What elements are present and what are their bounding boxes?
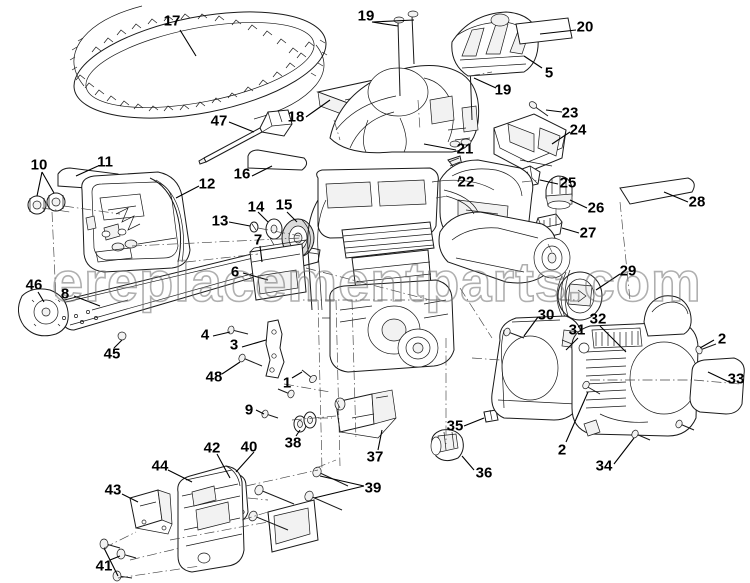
callout-number-22[interactable]: 22 xyxy=(457,173,475,191)
callout-number-41[interactable]: 41 xyxy=(95,557,113,575)
callout-number-25[interactable]: 25 xyxy=(559,174,577,192)
callout-number-42[interactable]: 42 xyxy=(203,439,221,457)
callout-number-7[interactable]: 7 xyxy=(253,231,263,249)
callout-number-23[interactable]: 23 xyxy=(561,104,579,122)
part-recoil-pulley xyxy=(556,269,603,323)
callout-number-40[interactable]: 40 xyxy=(240,438,258,456)
part-bar-nuts xyxy=(27,192,66,215)
part-bolts-41 xyxy=(99,466,349,582)
callout-number-9[interactable]: 9 xyxy=(244,401,254,419)
callout-number-32[interactable]: 32 xyxy=(589,310,607,328)
callout-number-43[interactable]: 43 xyxy=(104,481,122,499)
callout-number-27[interactable]: 27 xyxy=(579,224,597,242)
part-grommet-36 xyxy=(430,429,464,462)
callout-number-4[interactable]: 4 xyxy=(200,326,210,344)
part-screws-right xyxy=(503,327,717,441)
callout-number-15[interactable]: 15 xyxy=(275,196,293,214)
callout-number-3[interactable]: 3 xyxy=(229,336,239,354)
callout-number-37[interactable]: 37 xyxy=(366,448,384,466)
callout-number-29[interactable]: 29 xyxy=(619,262,637,280)
part-decal-20 xyxy=(515,17,573,45)
part-starter-housing xyxy=(491,315,583,421)
callout-number-11[interactable]: 11 xyxy=(97,153,113,171)
callout-number-45[interactable]: 45 xyxy=(103,345,121,363)
callout-number-16[interactable]: 16 xyxy=(233,165,251,183)
callout-number-21[interactable]: 21 xyxy=(456,140,474,158)
callout-number-10[interactable]: 10 xyxy=(30,156,48,174)
callout-number-6[interactable]: 6 xyxy=(230,263,240,281)
callout-number-18[interactable]: 18 xyxy=(287,108,305,126)
callout-number-28[interactable]: 28 xyxy=(688,193,706,211)
part-decal-16 xyxy=(247,149,308,171)
callout-number-30[interactable]: 30 xyxy=(537,306,555,324)
part-bar-plate xyxy=(689,357,745,415)
callout-number-33[interactable]: 33 xyxy=(727,370,745,388)
part-decal-28 xyxy=(619,177,695,205)
callout-number-39[interactable]: 39 xyxy=(364,479,382,497)
callout-number-24[interactable]: 24 xyxy=(569,121,587,139)
callout-number-20[interactable]: 20 xyxy=(576,18,594,36)
assembly-axis-lines xyxy=(41,71,741,579)
part-engine-chassis xyxy=(307,159,571,373)
callout-number-44[interactable]: 44 xyxy=(151,457,169,475)
part-top-cover xyxy=(329,64,480,154)
leader-lines xyxy=(36,19,730,577)
part-side-cover xyxy=(249,237,308,301)
part-screw-23 xyxy=(528,101,549,117)
callout-number-5[interactable]: 5 xyxy=(544,64,554,82)
callout-number-48[interactable]: 48 xyxy=(205,368,223,386)
callout-number-26[interactable]: 26 xyxy=(587,199,605,217)
callout-number-2[interactable]: 2 xyxy=(717,330,727,348)
part-cylinder-cover xyxy=(571,295,699,437)
part-combination-tool xyxy=(198,109,293,165)
callout-number-14[interactable]: 14 xyxy=(247,198,265,216)
part-clip-35 xyxy=(483,409,499,423)
part-muffler xyxy=(177,465,245,573)
callout-number-35[interactable]: 35 xyxy=(446,417,464,435)
callout-number-17[interactable]: 17 xyxy=(163,12,181,30)
callout-number-31[interactable]: 31 xyxy=(568,321,586,339)
part-oil-cap xyxy=(545,175,573,210)
callout-number-13[interactable]: 13 xyxy=(211,212,229,230)
part-bracket-group xyxy=(227,319,317,433)
callout-number-1[interactable]: 1 xyxy=(282,374,292,392)
callout-number-34[interactable]: 34 xyxy=(595,457,613,475)
part-saw-chain xyxy=(69,5,328,120)
part-chain-brake-handle xyxy=(81,171,191,273)
callout-number-19[interactable]: 19 xyxy=(357,7,375,25)
part-rear-handle xyxy=(493,113,567,173)
callout-number-12[interactable]: 12 xyxy=(198,175,216,193)
callout-number-2[interactable]: 2 xyxy=(557,441,567,459)
callout-number-47[interactable]: 47 xyxy=(210,112,228,130)
callout-number-8[interactable]: 8 xyxy=(60,285,70,303)
callout-number-38[interactable]: 38 xyxy=(284,434,302,452)
callout-number-19[interactable]: 19 xyxy=(494,81,512,99)
part-deflector xyxy=(129,489,173,535)
callout-number-46[interactable]: 46 xyxy=(25,276,43,294)
callout-number-36[interactable]: 36 xyxy=(475,464,493,482)
